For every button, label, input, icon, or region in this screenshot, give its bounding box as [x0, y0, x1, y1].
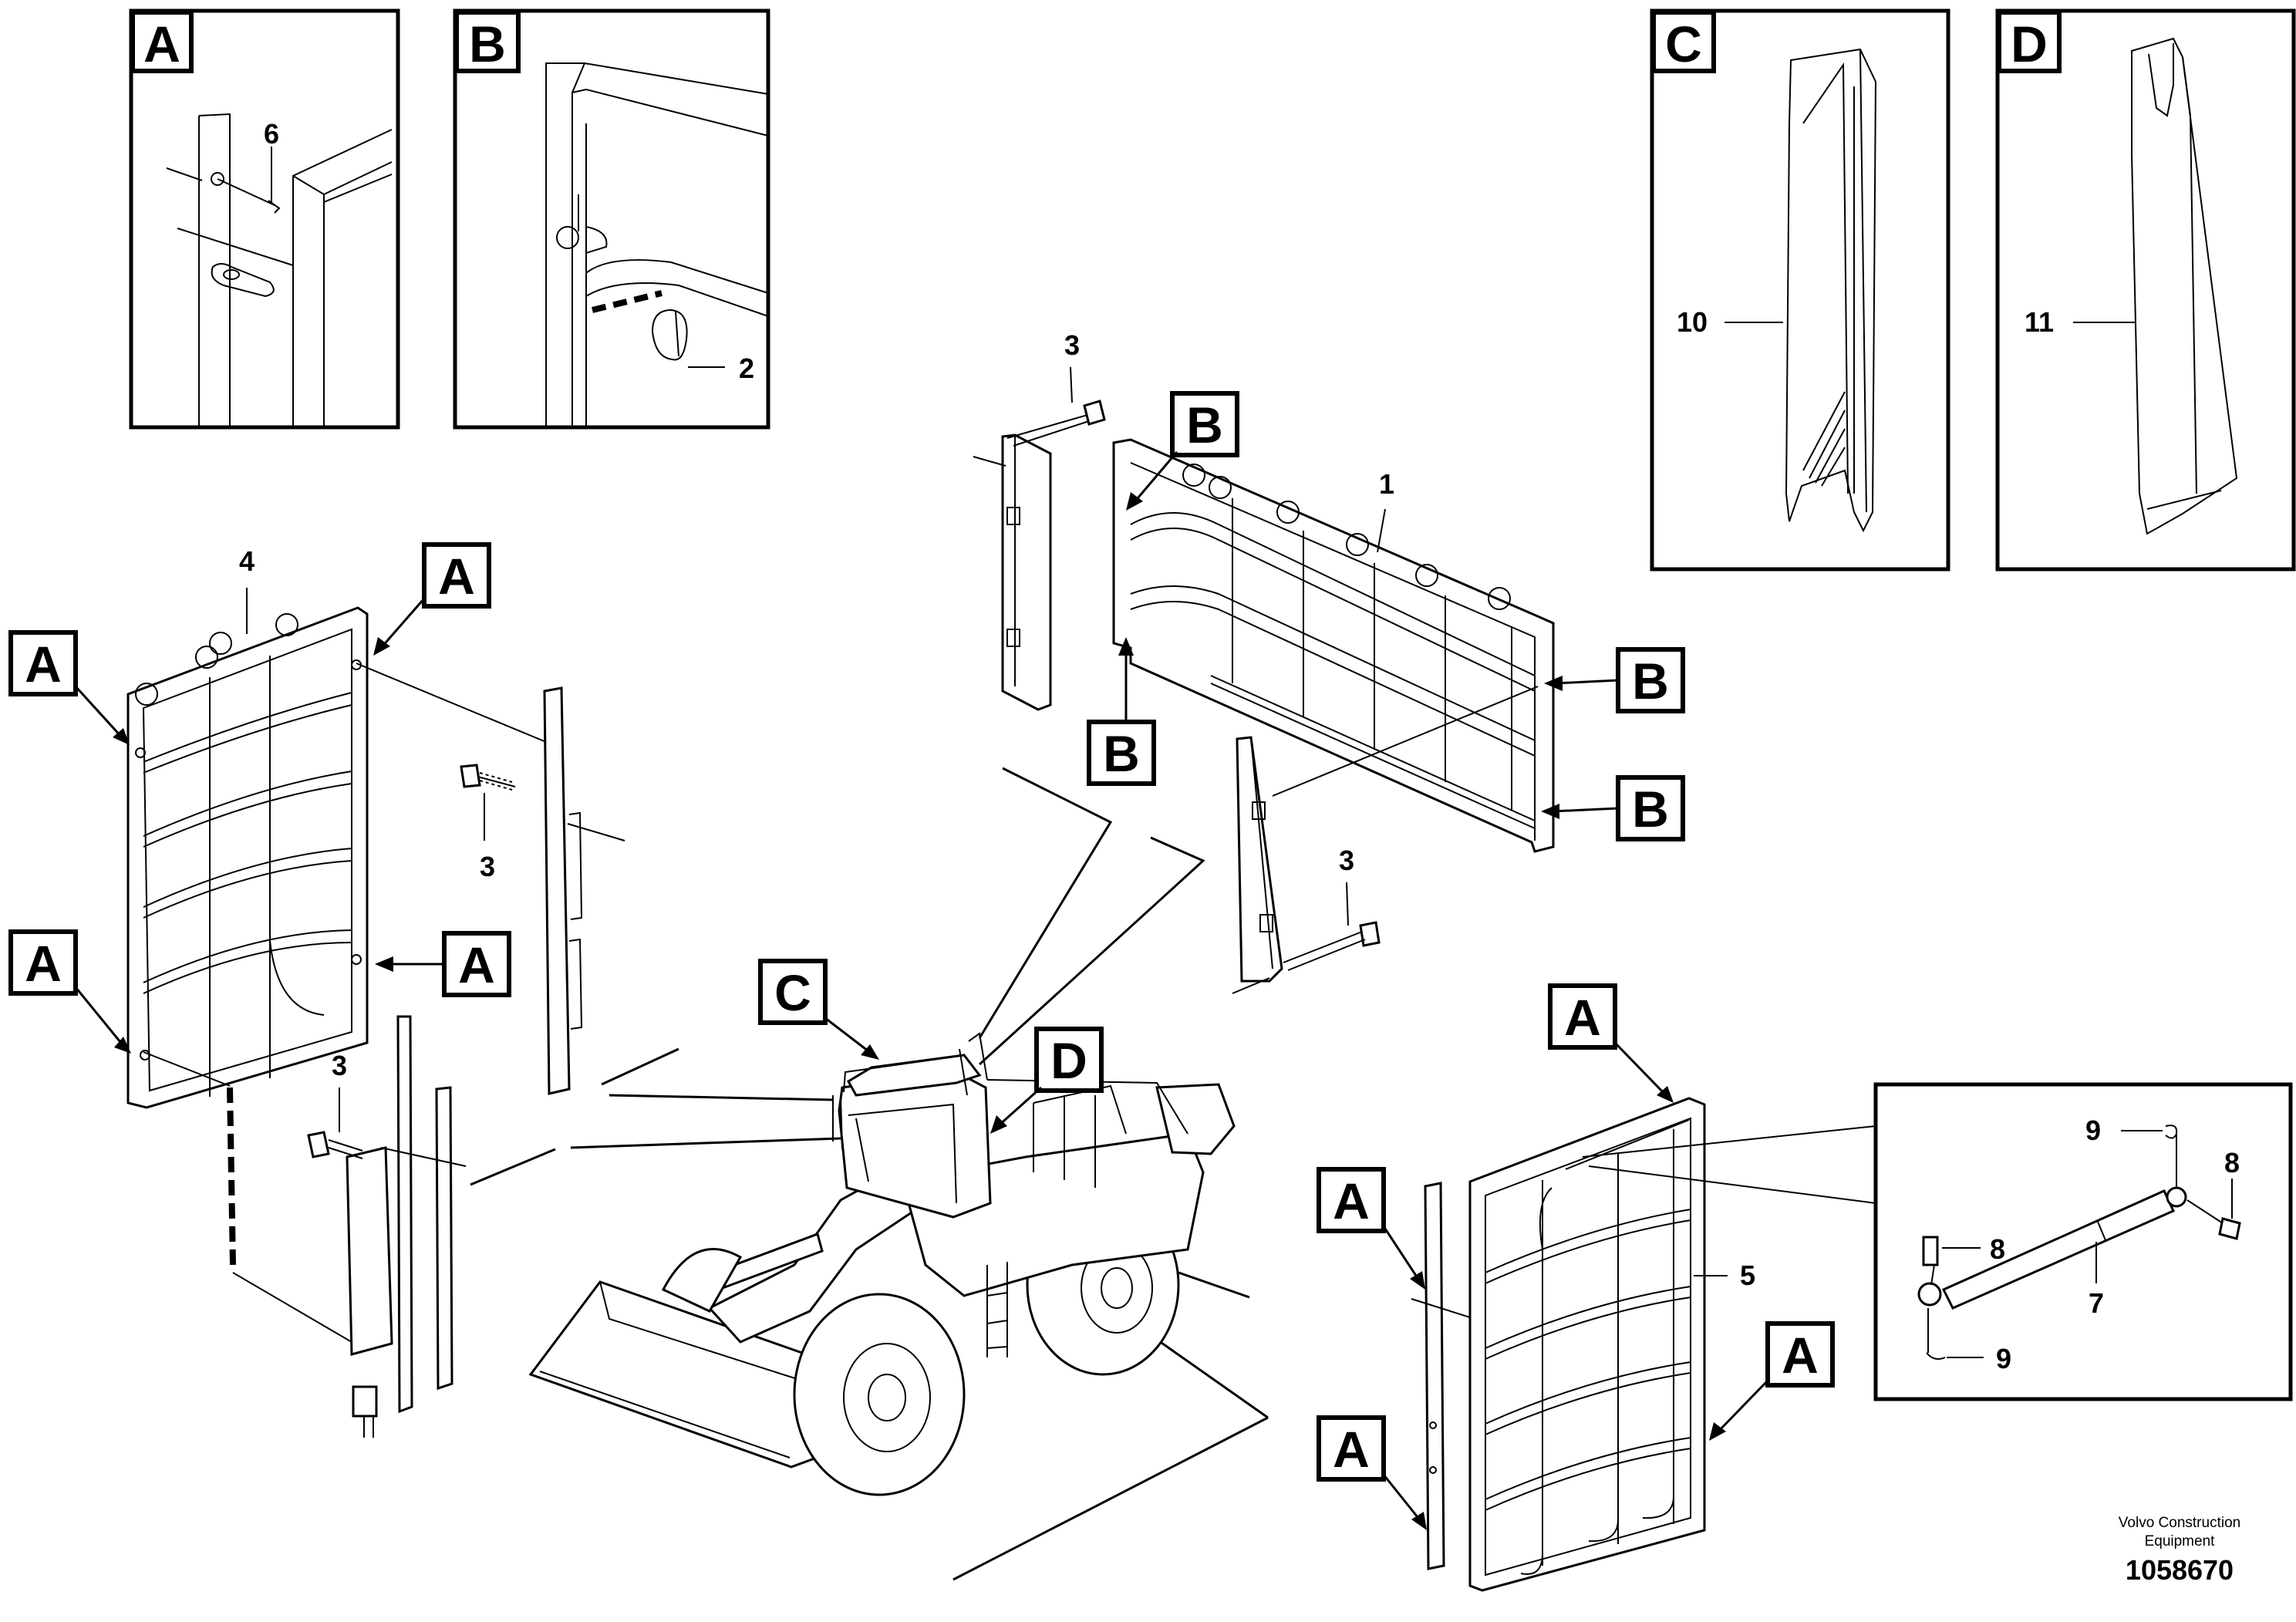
footer: Volvo Construction Equipment 1058670 [2119, 1515, 2240, 1586]
left-grille-assembly: 4 [126, 545, 369, 1109]
callout-a-left-3: A [25, 935, 62, 992]
part-number-3-left-upper: 3 [480, 851, 495, 882]
left-hinge-strip-lower: 3 [143, 1015, 467, 1438]
drawing-number: 1058670 [2126, 1554, 2234, 1586]
wheel-loader-illustration [470, 767, 1269, 1581]
callout-b-upper-4: B [1632, 781, 1669, 838]
part-number-1: 1 [1379, 468, 1394, 500]
detail-c-label: C [1665, 15, 1702, 73]
callout-a-left-1: A [25, 636, 62, 693]
callout-b-upper-3: B [1632, 653, 1669, 710]
callout-a-left-4: A [458, 936, 495, 993]
detail-box-a: A 6 [129, 8, 400, 430]
detail-box-b: B 2 [453, 8, 770, 430]
part-number-9-bottom: 9 [1996, 1343, 2011, 1374]
callout-b-upper-2: B [1103, 725, 1140, 782]
upper-grille-assembly: 1 [1112, 438, 1555, 853]
detail-d-label: D [2011, 15, 2048, 73]
part-number-3-right: 3 [1339, 845, 1354, 876]
part-number-5: 5 [1740, 1259, 1755, 1291]
part-number-3-upper: 3 [1064, 329, 1080, 361]
detail-a-label: A [143, 15, 180, 73]
gas-spring-detail-box: 8 8 9 9 7 [1582, 1082, 2293, 1401]
part-number-6: 6 [264, 118, 279, 150]
detail-b-label: B [469, 15, 506, 73]
callout-a-lower-1: A [1564, 989, 1601, 1046]
callout-a-lower-2: A [1333, 1172, 1370, 1229]
callouts-upper: B B B B [1087, 391, 1685, 841]
part-number-8-left: 8 [1990, 1233, 2005, 1265]
part-number-7: 7 [2089, 1287, 2104, 1319]
upper-hinge-strip-left: 3 [973, 329, 1106, 711]
callouts-lower: A A A A [1317, 983, 1835, 1530]
detail-box-c: C 10 [1650, 8, 1950, 572]
callout-c-center: C [774, 964, 811, 1021]
callout-d-center: D [1050, 1032, 1087, 1089]
part-number-3-left-lower: 3 [332, 1050, 347, 1081]
lower-grille-assembly: 5 [1468, 1097, 1755, 1592]
part-number-2: 2 [739, 352, 754, 384]
brand-line-2: Equipment [2145, 1533, 2216, 1549]
brand-line-1: Volvo Construction [2119, 1515, 2240, 1531]
part-number-10: 10 [1677, 306, 1708, 338]
lower-hinge-strip [1411, 1182, 1471, 1570]
callout-a-left-2: A [438, 548, 475, 605]
callouts-center: C D [758, 959, 1104, 1134]
upper-hinge-strip-right: 3 [1232, 686, 1539, 994]
callout-b-upper-1: B [1186, 396, 1223, 454]
detail-box-d: D 11 [1995, 8, 2296, 572]
part-number-4: 4 [239, 545, 255, 577]
callouts-left: A A A A [8, 542, 511, 1054]
callout-a-lower-3: A [1782, 1327, 1819, 1384]
part-number-8-right: 8 [2224, 1147, 2240, 1179]
callout-a-lower-4: A [1333, 1421, 1370, 1478]
part-number-9-top: 9 [2085, 1114, 2101, 1146]
part-number-11: 11 [2025, 306, 2054, 338]
left-hinge-strip-upper: 3 [356, 663, 625, 1095]
